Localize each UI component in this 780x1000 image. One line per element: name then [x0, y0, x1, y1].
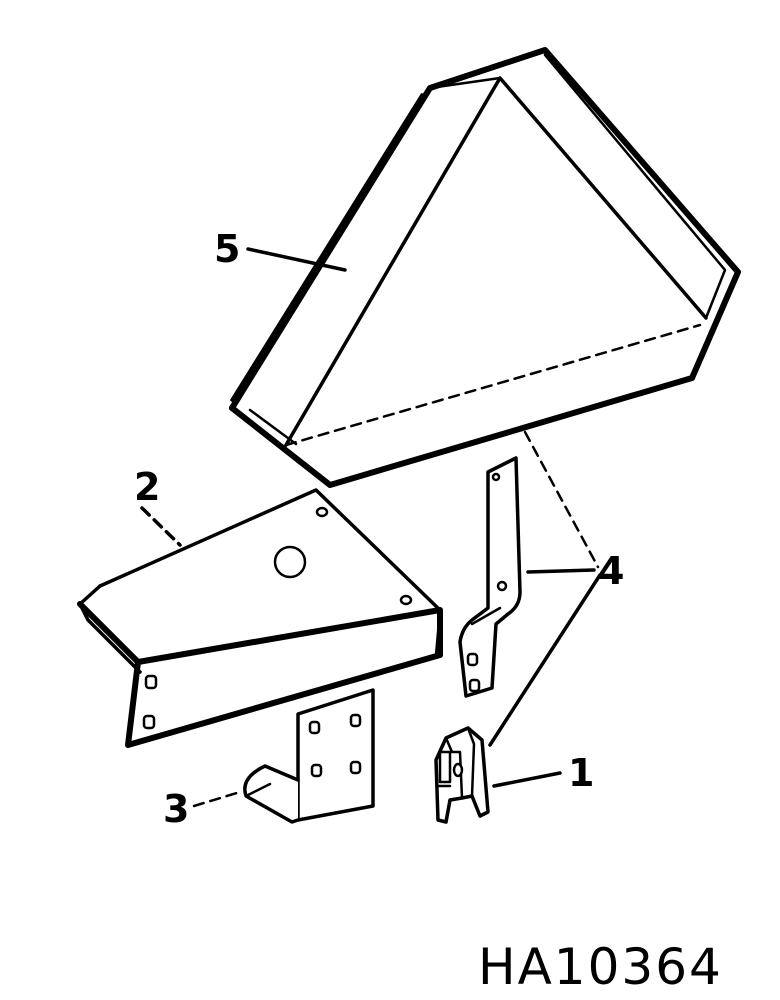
plate-center-hole — [273, 545, 307, 579]
callout-2: 2 — [134, 465, 160, 509]
leader-lines — [140, 247, 602, 808]
part-3-angle-bracket — [243, 688, 375, 824]
callout-1: 1 — [568, 751, 594, 795]
callout-5: 5 — [214, 227, 240, 271]
part-2-mounting-plate — [77, 488, 443, 748]
callout-4: 4 — [598, 549, 624, 593]
part-4-offset-strap — [458, 456, 522, 698]
part-5-triangular-shield — [229, 47, 741, 488]
callout-3: 3 — [163, 787, 189, 831]
part-1-clip — [434, 726, 490, 824]
figure-code: HA10364 — [478, 938, 723, 996]
